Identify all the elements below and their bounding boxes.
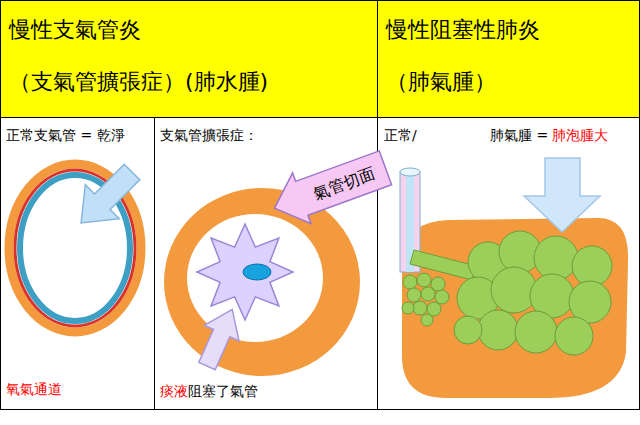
header-cell: 慢性阻塞性肺炎 （肺氣腫） xyxy=(378,0,640,118)
label-text: 肺氣腫 = xyxy=(490,127,548,143)
text-line: （肺氣腫） xyxy=(386,67,496,96)
bronchus-wall xyxy=(164,188,360,376)
callout-arrow: 氣管切面 xyxy=(264,141,396,235)
normal-bronchus xyxy=(9,155,149,332)
text-line: 支氣管擴張症： xyxy=(160,126,258,144)
label-text: （肺氣腫） xyxy=(386,69,496,94)
text-line: 痰液阻塞了氣管 xyxy=(160,382,258,400)
label-text: 慢性阻塞性肺炎 xyxy=(386,17,540,42)
text-line: 慢性支氣管炎 xyxy=(9,15,141,44)
panel: 正常支氣管 = 乾淨氧氣通道 xyxy=(0,118,155,410)
text-line: 氧氣通道 xyxy=(6,380,62,398)
label-text: 支氣管擴張症： xyxy=(160,127,258,143)
normal-alveoli xyxy=(402,273,449,326)
header-cell: 慢性支氣管炎 （支氣管擴張症）(肺水腫) xyxy=(0,0,378,118)
text-line: 正常/ xyxy=(384,126,417,144)
label-text: 正常支氣管 = 乾淨 xyxy=(6,127,125,143)
highlight-text: 氧氣通道 xyxy=(6,381,62,397)
airway-opening xyxy=(400,168,420,176)
label-text: 正常/ xyxy=(384,127,417,143)
text-line: （支氣管擴張症）(肺水腫) xyxy=(9,67,268,96)
bronchiectasis xyxy=(164,188,360,376)
enlarged-alveoli xyxy=(454,231,612,355)
highlight-text: 痰液 xyxy=(160,383,188,399)
label-text: 阻塞了氣管 xyxy=(188,383,258,399)
pointer-arrow xyxy=(190,302,250,374)
text-line: 正常支氣管 = 乾淨 xyxy=(6,126,125,144)
emphysema xyxy=(400,158,628,398)
panel: 正常/肺氣腫 =肺泡腫大 xyxy=(378,118,640,410)
enlargement-arrow xyxy=(524,158,600,232)
label-text: 慢性支氣管炎 xyxy=(9,17,141,42)
lung-tissue xyxy=(402,218,628,398)
highlight-text: 肺泡腫大 xyxy=(552,127,608,143)
text-line: 慢性阻塞性肺炎 xyxy=(386,15,540,44)
label-text: （支氣管擴張症）(肺水腫) xyxy=(9,69,268,94)
narrow-airway xyxy=(243,264,271,280)
panel: 支氣管擴張症： 痰液阻塞了氣管 xyxy=(155,118,378,410)
mucus-plug xyxy=(197,224,293,320)
airflow-arrow xyxy=(64,155,149,240)
callout-arrow-body xyxy=(265,142,394,233)
text-line: 肺氣腫 =肺泡腫大 xyxy=(490,126,608,144)
